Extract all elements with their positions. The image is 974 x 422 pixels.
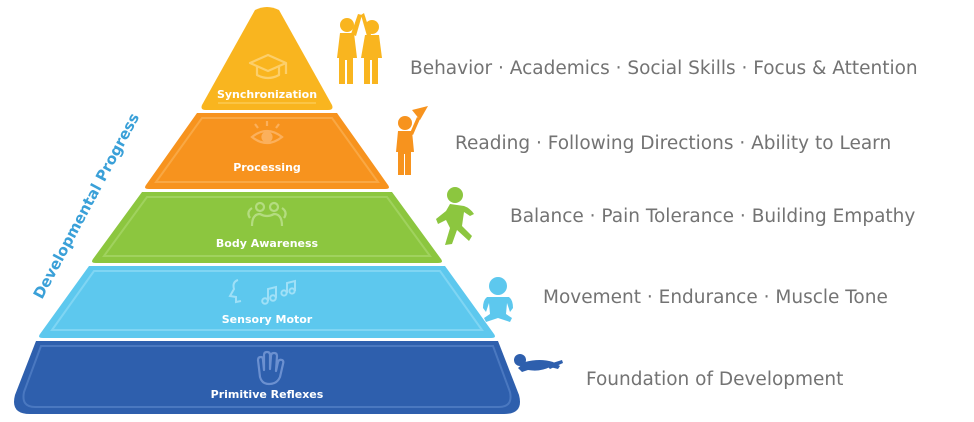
level-band — [201, 7, 333, 110]
level-description-processing: Reading · Following Directions · Ability… — [455, 133, 892, 154]
level-stripe — [102, 196, 432, 257]
pyramid-level-primitive-reflexes: Primitive Reflexes — [14, 341, 520, 414]
level-description-synchronization: Behavior · Academics · Social Skills · F… — [410, 58, 918, 79]
level-description-sensory-motor: Movement · Endurance · Muscle Tone — [543, 287, 888, 308]
eye-icon — [250, 121, 284, 145]
crawling-baby-icon — [514, 354, 563, 372]
sitting-toddler-icon — [483, 277, 513, 322]
level-band — [92, 192, 442, 263]
level-description-body-awareness: Balance · Pain Tolerance · Building Empa… — [510, 206, 916, 227]
level-band — [145, 113, 389, 189]
level-label: Body Awareness — [216, 237, 319, 250]
child-with-paper-plane-icon — [396, 106, 428, 175]
level-band — [14, 341, 520, 414]
level-label: Synchronization — [217, 88, 317, 101]
sensory-icon — [228, 279, 296, 305]
level-label: Primitive Reflexes — [211, 388, 324, 401]
level-stripe — [50, 270, 484, 331]
level-description-primitive-reflexes: Foundation of Development — [586, 369, 844, 390]
graduation-cap-icon — [248, 53, 288, 80]
pyramid-level-processing: Processing — [145, 113, 389, 189]
level-stripe — [154, 117, 380, 183]
pyramid-level-sensory-motor: Sensory Motor — [39, 266, 495, 338]
two-children-icon — [337, 13, 382, 84]
running-child-icon — [436, 187, 474, 245]
level-label: Sensory Motor — [222, 313, 313, 326]
pyramid-level-body-awareness: Body Awareness — [92, 192, 442, 263]
level-label: Processing — [233, 161, 301, 174]
level-stripe — [22, 345, 512, 408]
hand-icon — [256, 350, 285, 386]
pyramid-level-synchronization: Synchronization — [201, 7, 333, 110]
hug-icon — [247, 201, 287, 227]
